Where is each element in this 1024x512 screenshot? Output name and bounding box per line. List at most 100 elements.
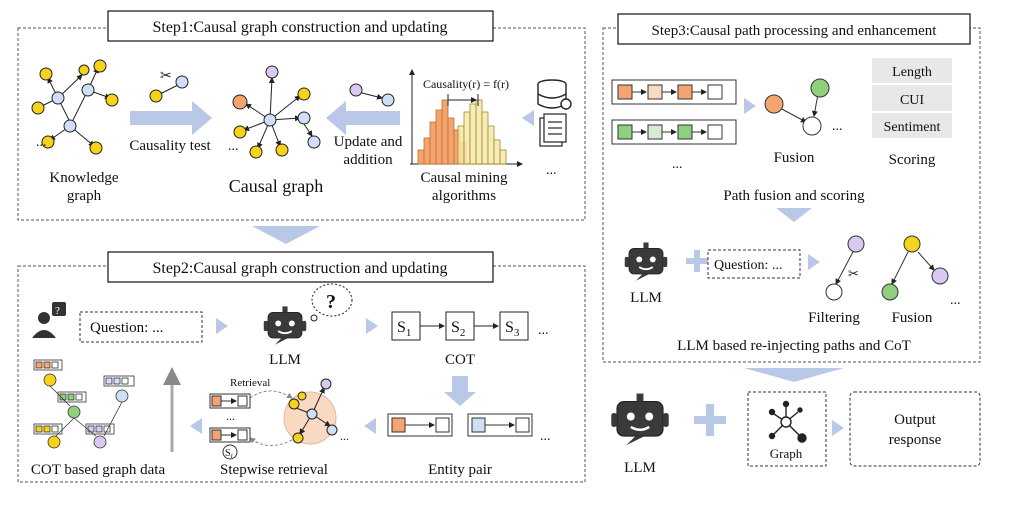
ellipsis-fusion: ... (832, 119, 843, 134)
arrow-left-1 (326, 101, 400, 135)
update-label-2: addition (343, 152, 393, 168)
stepwise-label: Stepwise retrieval (220, 462, 328, 478)
cot-graph-label: COT based graph data (31, 462, 166, 478)
arrow-right-6 (832, 420, 844, 436)
retrieval-path-1 (209, 393, 251, 409)
entity-pair-label: Entity pair (428, 462, 492, 478)
retrieval-path-2 (209, 427, 251, 443)
svg-text:✂: ✂ (160, 69, 172, 84)
output-label-1: Output (894, 412, 937, 428)
fusion2-icon (881, 235, 949, 301)
ellipsis-paths: ... (672, 157, 683, 172)
arrow-left-3 (364, 418, 376, 434)
mining-label-2: algorithms (432, 188, 496, 204)
ellipsis-left: ... (36, 135, 47, 150)
filtering-label: Filtering (808, 310, 860, 326)
fusion-label: Fusion (774, 150, 815, 166)
fusion2-label: Fusion (892, 310, 933, 326)
database-icon (537, 79, 572, 110)
filtering-icon: ✂ (825, 235, 865, 301)
question-text-3: Question: ... (714, 258, 782, 273)
step3-title: Step3:Causal path processing and enhance… (652, 23, 938, 39)
arrow-down-1 (252, 226, 320, 244)
svg-text:✂: ✂ (848, 266, 859, 281)
causality-test-icon: ✂ (149, 69, 189, 103)
llm-label-3: LLM (630, 290, 662, 306)
retrieval-graph (283, 378, 338, 445)
retrieval-arrow-bottom (249, 437, 293, 446)
svg-text:S2: S2 (451, 319, 465, 339)
bubble-question: ? (326, 291, 336, 313)
causality-formula: Causality(r) = f(r) (423, 77, 509, 91)
ellipsis-right: ... (546, 163, 557, 178)
arrow-left-4 (190, 418, 202, 434)
scoring-label: Scoring (889, 152, 936, 168)
arrow-right-2 (216, 318, 228, 334)
arrow-down-3 (776, 208, 812, 222)
arrow-right-3 (366, 318, 378, 334)
step3-panel: Step3:Causal path processing and enhance… (602, 13, 981, 363)
arrow-right-5 (808, 254, 820, 270)
knowledge-graph-label-1: Knowledge (49, 170, 118, 186)
update-label-1: Update and (334, 134, 403, 150)
score-list: Length CUI Sentiment (872, 58, 952, 138)
svg-text:?: ? (55, 305, 60, 317)
bottom-row: LLM Graph Output response (609, 391, 981, 476)
mining-label-1: Causal mining (420, 170, 508, 186)
llm-icon-3 (623, 241, 669, 282)
arrow-left-2 (522, 110, 534, 126)
step2-title: Step2:Causal graph construction and upda… (152, 260, 447, 277)
arrow-down-2 (444, 376, 476, 406)
thought-bubble: ? (310, 283, 353, 322)
reinject-label: LLM based re-injecting paths and CoT (677, 338, 911, 354)
cot-graph-data (33, 359, 135, 449)
step1-panel: Step1:Causal graph construction and upda… (17, 10, 586, 221)
arrow-right-1 (130, 101, 212, 135)
svg-text:S1: S1 (397, 319, 411, 339)
fusion-nodes (764, 78, 830, 136)
score-length: Length (892, 65, 932, 80)
score-sentiment: Sentiment (884, 120, 941, 135)
causal-graph-label: Causal graph (229, 176, 323, 196)
question-text-2: Question: ... (90, 320, 163, 336)
llm-label-2: LLM (269, 352, 301, 368)
score-cui: CUI (900, 93, 924, 108)
entity-pair-1 (387, 413, 453, 437)
ellipsis-retr-2: ... (340, 429, 349, 443)
output-label-2: response (889, 432, 942, 448)
user-icon: ? (32, 302, 66, 338)
update-edge-icon (349, 83, 395, 107)
knowledge-graph-label-2: graph (67, 188, 102, 204)
plus-icon-1 (686, 250, 708, 272)
step3-title-box (617, 13, 971, 45)
path-fusion-label: Path fusion and scoring (723, 188, 865, 204)
step1-title-box (107, 10, 494, 42)
graph-label: Graph (770, 446, 803, 461)
ellipsis-mid: ... (228, 139, 239, 154)
ellipsis-pair: ... (540, 429, 551, 444)
entity-pair-2 (467, 413, 533, 437)
ellipsis-cot: ... (538, 323, 549, 338)
svg-text:Sr: Sr (225, 448, 234, 460)
cot-label: COT (445, 352, 475, 368)
document-icon (539, 113, 567, 147)
graph-icon (768, 400, 807, 443)
path-bar-2 (611, 119, 737, 145)
llm-icon-4 (609, 392, 671, 447)
arrow-down-4 (744, 368, 844, 382)
causal-mining-histogram: Causality(r) = f(r) (409, 69, 523, 167)
output-box (849, 391, 981, 467)
svg-text:S3: S3 (505, 319, 520, 339)
ellipsis-retr-1: ... (226, 409, 235, 423)
llm-label-4: LLM (624, 460, 656, 476)
knowledge-graph-icon (31, 59, 119, 155)
step2-panel: Step2:Causal graph construction and upda… (17, 251, 586, 483)
path-bar-1 (611, 79, 737, 105)
cot-steps: S1 S2 S3 (391, 311, 529, 341)
step1-title: Step1:Causal graph construction and upda… (152, 19, 447, 36)
retrieval-label: Retrieval (230, 377, 270, 389)
causal-graph-icon (232, 65, 321, 159)
sr-badge: Sr (222, 444, 238, 460)
llm-icon-2 (262, 305, 308, 346)
